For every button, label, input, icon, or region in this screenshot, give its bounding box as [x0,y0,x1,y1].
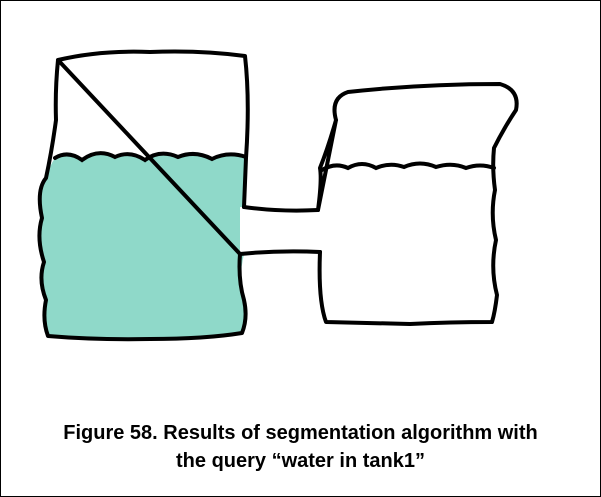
water-line-tank1 [53,151,248,163]
caption-line-1: Figure 58. Results of segmentation algor… [63,422,538,444]
water-in-tank1-segment [39,153,246,340]
connecting-pipe [238,205,322,256]
tank2-outline [316,82,519,326]
figure-caption: Figure 58. Results of segmentation algor… [0,419,601,475]
water-line-tank2 [320,161,496,172]
segmentation-diagram [37,49,519,342]
caption-line-2: the query “water in tank1” [176,450,425,472]
tank1-outline [37,49,250,342]
